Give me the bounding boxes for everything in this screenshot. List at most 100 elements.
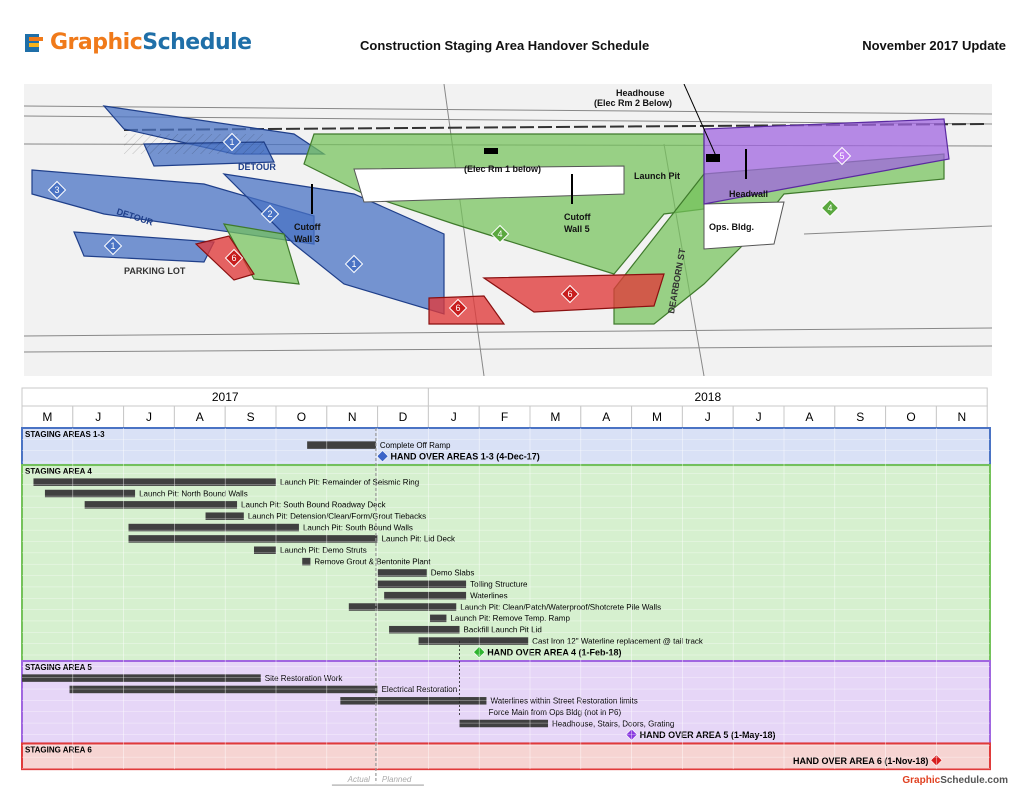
task-bar bbox=[307, 441, 376, 449]
footer-brand: GraphicSchedule.com bbox=[902, 775, 1008, 786]
headhouse-leader bbox=[683, 84, 717, 157]
month-label: M bbox=[42, 410, 52, 424]
task-label: Complete Off Ramp bbox=[380, 441, 451, 450]
task-label: Launch Pit: Remainder of Seismic Ring bbox=[280, 478, 419, 487]
group-2-title: STAGING AREA 4 bbox=[25, 467, 92, 476]
task-bar bbox=[69, 685, 378, 694]
headhouse-mark bbox=[706, 154, 720, 162]
month-label: A bbox=[602, 410, 610, 424]
svg-text:3: 3 bbox=[54, 185, 59, 195]
area-marker-6c: 6 bbox=[560, 284, 580, 304]
svg-text:1: 1 bbox=[110, 241, 115, 251]
month-label: M bbox=[550, 410, 560, 424]
task-label: Force Main from Ops Bldg (not in P6) bbox=[489, 708, 622, 717]
month-label: S bbox=[856, 410, 864, 424]
logo-icon bbox=[25, 33, 43, 52]
headwall-label: Headwall bbox=[729, 189, 768, 199]
task-bar bbox=[377, 580, 467, 589]
svg-text:1: 1 bbox=[229, 137, 234, 147]
area-marker-4a: 4 bbox=[490, 224, 510, 244]
task-bar bbox=[459, 719, 549, 728]
update-date: November 2017 Update bbox=[862, 38, 1006, 53]
month-label: S bbox=[247, 410, 255, 424]
task-label: Launch Pit: Remove Temp. Ramp bbox=[450, 614, 570, 623]
group-4-title: STAGING AREA 6 bbox=[25, 745, 92, 754]
svg-text:5: 5 bbox=[839, 151, 844, 161]
area-marker-1a: 1 bbox=[222, 132, 242, 152]
area-marker-5: 5 bbox=[832, 146, 852, 166]
month-label: O bbox=[297, 410, 306, 424]
milestone-label: HAND OVER AREA 5 (1-May-18) bbox=[640, 730, 776, 740]
task-label: Launch Pit: Clean/Patch/Waterproof/Shotc… bbox=[460, 603, 661, 612]
area-marker-2: 2 bbox=[260, 204, 280, 224]
ops-building-label: Ops. Bldg. bbox=[709, 222, 754, 232]
month-label: J bbox=[451, 410, 457, 424]
task-bar bbox=[302, 557, 311, 566]
task-label: Site Restoration Work bbox=[265, 674, 344, 683]
task-bar bbox=[128, 535, 378, 543]
cutoff-wall-5-label-line2: Wall 5 bbox=[564, 224, 590, 234]
task-bar bbox=[418, 637, 529, 645]
svg-text:6: 6 bbox=[567, 289, 572, 299]
group-4-panel bbox=[21, 742, 991, 771]
task-bar bbox=[33, 478, 277, 486]
year-label: 2018 bbox=[694, 390, 721, 404]
task-bar bbox=[430, 614, 447, 623]
milestone-label: HAND OVER AREA 6 (1-Nov-18) bbox=[793, 756, 928, 766]
milestone-marker bbox=[376, 450, 389, 463]
task-label: Launch Pit: North Bound Walls bbox=[139, 489, 248, 498]
cutoff-wall-3-label-line1: Cutoff bbox=[294, 222, 321, 232]
task-bar bbox=[22, 674, 261, 682]
headhouse-label: Headhouse bbox=[616, 88, 665, 98]
task-label: Tolling Structure bbox=[470, 580, 528, 589]
task-label: Demo Slabs bbox=[431, 569, 475, 578]
staging-area-5-zone bbox=[703, 118, 950, 205]
month-label: N bbox=[348, 410, 357, 424]
month-label: J bbox=[95, 410, 101, 424]
month-label: D bbox=[399, 410, 408, 424]
month-label: A bbox=[805, 410, 813, 424]
task-bar bbox=[205, 512, 244, 520]
month-label: N bbox=[957, 410, 966, 424]
task-label: Headhouse, Stairs, Doors, Grating bbox=[552, 719, 674, 728]
task-label: Launch Pit: Lid Deck bbox=[382, 535, 456, 544]
task-label: Cast Iron 12" Waterline replacement @ ta… bbox=[532, 637, 704, 646]
group-1-title: STAGING AREAS 1-3 bbox=[25, 430, 105, 439]
area-marker-4b: 4 bbox=[820, 198, 840, 218]
elec-rm-2-label: (Elec Rm 2 Below) bbox=[594, 98, 672, 108]
task-bar bbox=[384, 591, 467, 600]
month-label: M bbox=[652, 410, 662, 424]
parking-lot-label: PARKING LOT bbox=[124, 266, 186, 276]
task-label: Launch Pit: South Bound Roadway Deck bbox=[241, 501, 387, 510]
elec-rm-1-mark bbox=[484, 148, 498, 154]
month-label: J bbox=[146, 410, 152, 424]
month-label: A bbox=[196, 410, 204, 424]
ops-building bbox=[703, 201, 785, 250]
month-label: F bbox=[501, 410, 508, 424]
group-3-title: STAGING AREA 5 bbox=[25, 663, 92, 672]
staging-areas-1-3-zone bbox=[31, 105, 445, 315]
task-bar bbox=[377, 569, 427, 577]
svg-text:6: 6 bbox=[231, 253, 236, 263]
logo-text: GraphicSchedule bbox=[50, 30, 252, 55]
task-bar bbox=[340, 697, 487, 705]
year-label: 2017 bbox=[212, 390, 239, 404]
month-label: O bbox=[906, 410, 915, 424]
elec-rm-1-slab bbox=[353, 165, 625, 203]
cutoff-wall-5-label-line1: Cutoff bbox=[564, 212, 591, 222]
area-marker-3: 3 bbox=[47, 180, 67, 200]
area-marker-1b: 1 bbox=[344, 254, 364, 274]
cutoff-wall-3-label-line2: Wall 3 bbox=[294, 234, 320, 244]
svg-text:1: 1 bbox=[351, 259, 356, 269]
status-actual-label: Actual bbox=[347, 775, 370, 784]
task-label: Waterlines bbox=[470, 591, 508, 600]
task-label: Launch Pit: South Bound Walls bbox=[303, 523, 413, 532]
task-bar bbox=[348, 603, 457, 611]
svg-text:4: 4 bbox=[497, 229, 502, 239]
month-label: J bbox=[756, 410, 762, 424]
graphicschedule-logo: GraphicSchedule bbox=[24, 30, 252, 55]
task-label: Waterlines within Street Restoration lim… bbox=[490, 697, 637, 706]
site-map: Headhouse (Elec Rm 2 Below) (Elec Rm 1 b… bbox=[24, 84, 992, 376]
status-planned-label: Planned bbox=[382, 775, 412, 784]
